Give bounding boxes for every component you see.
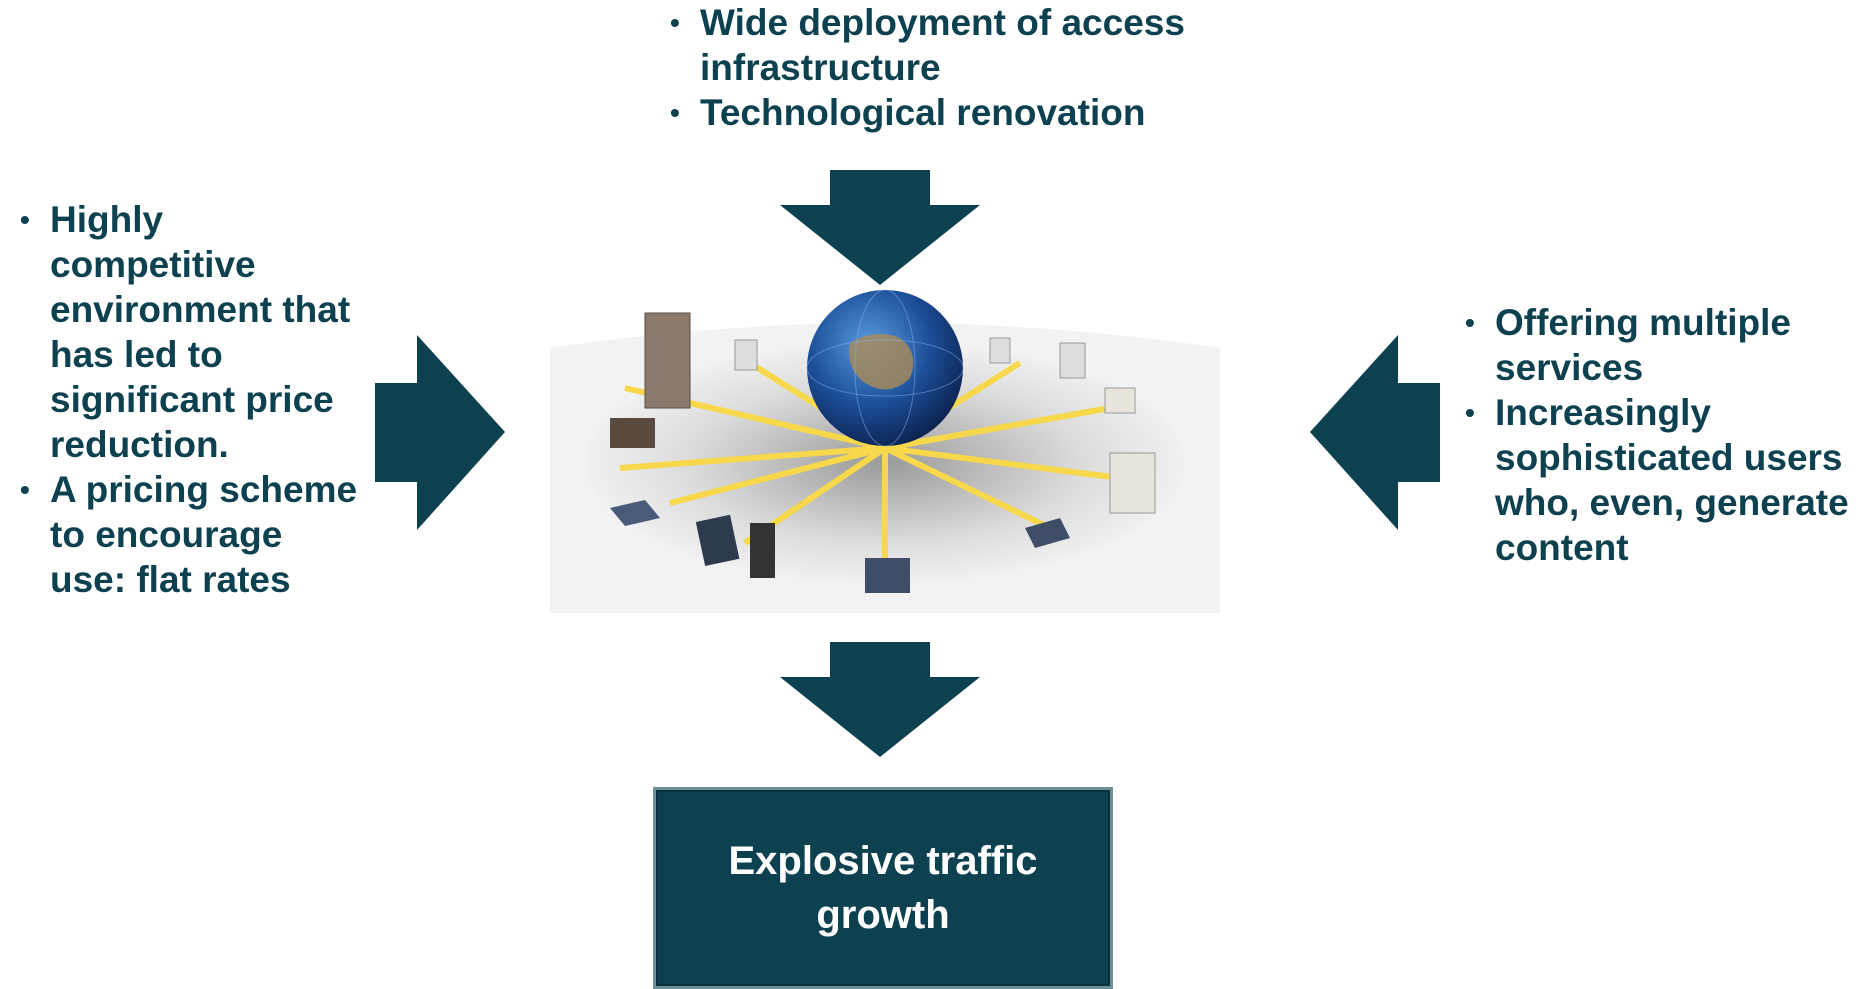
- right-factor-item: Increasingly sophisticated users who, ev…: [1455, 390, 1859, 570]
- top-factor-item: Wide deployment of access infrastructure: [660, 0, 1220, 90]
- arrow-right-left-side: [375, 335, 505, 530]
- arrow-left-right-side: [1310, 335, 1440, 530]
- laptop-icon: [1025, 518, 1070, 548]
- laptop-icon: [610, 500, 660, 526]
- continent-shape: [849, 334, 914, 390]
- printer-icon: [1109, 452, 1156, 514]
- left-factor-item: Highly competitive environment that has …: [10, 197, 360, 467]
- pc-icon: [989, 337, 1011, 364]
- tablet-icon: [695, 514, 740, 567]
- right-factors-list: Offering multiple services Increasingly …: [1455, 300, 1859, 570]
- result-box: Explosive traffic growth: [653, 787, 1113, 989]
- left-factor-item: A pricing scheme to encourage use: flat …: [10, 467, 360, 602]
- network-illustration: [550, 289, 1220, 613]
- device-icons: [610, 312, 1156, 593]
- desktop-tower-icon: [750, 523, 775, 578]
- top-factors-list: Wide deployment of access infrastructure…: [660, 0, 1220, 135]
- right-factor-item: Offering multiple services: [1455, 300, 1859, 390]
- monitor-icon: [1104, 387, 1136, 414]
- arrow-down-top: [780, 170, 980, 285]
- server-icon: [610, 418, 655, 448]
- left-factors-list: Highly competitive environment that has …: [10, 197, 360, 602]
- pc-icon: [734, 339, 758, 371]
- server-rack-icon: [644, 312, 691, 409]
- pc-icon: [1059, 342, 1086, 379]
- result-label: Explosive traffic growth: [728, 839, 1038, 937]
- laptop-icon: [865, 558, 910, 593]
- arrow-down-bottom: [780, 642, 980, 757]
- top-factor-item: Technological renovation: [660, 90, 1220, 135]
